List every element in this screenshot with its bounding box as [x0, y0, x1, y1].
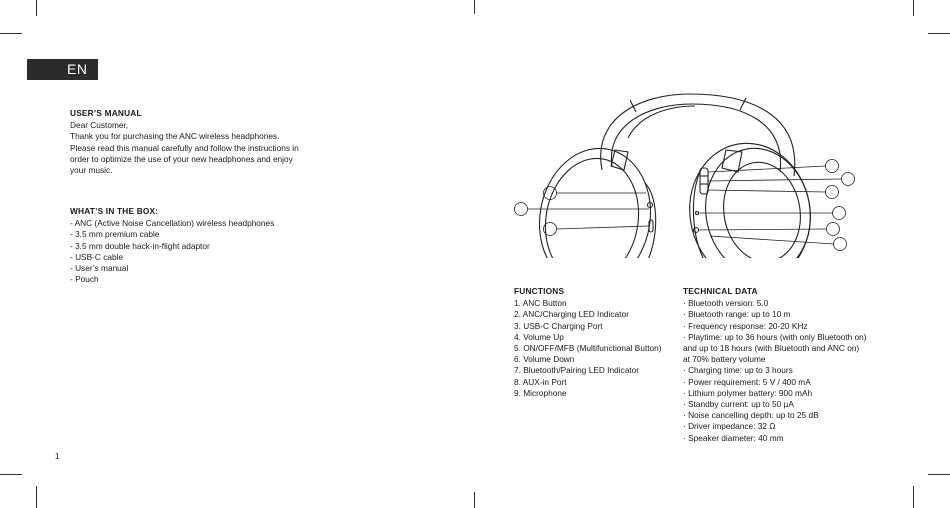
list-item: - USB-C cable	[70, 251, 124, 262]
list-item: · Speaker diameter: 40 mm	[683, 432, 784, 443]
language-tab: EN	[27, 59, 98, 80]
crop-mark	[36, 0, 37, 16]
headphones-illustration	[514, 93, 855, 258]
list-item: · Power requirement: 5 V / 400 mA	[683, 376, 811, 387]
manual-line: Thank you for purchasing the ANC wireles…	[70, 131, 280, 142]
list-item: - User’s manual	[70, 263, 129, 274]
list-item: · Bluetooth version: 5.0	[683, 298, 769, 309]
functions-section: FUNCTIONS 1. ANC Button 2. ANC/Charging …	[514, 286, 662, 399]
right-earcup	[689, 142, 811, 258]
list-item: 3. USB-C Charging Port	[514, 320, 603, 331]
list-item: at 70% battery volume	[683, 354, 766, 365]
list-item: · Lithium polymer battery: 900 mAh	[683, 387, 813, 398]
manual-line: order to optimize the use of your new he…	[70, 153, 293, 164]
left-earcup	[538, 147, 657, 258]
list-item: · Bluetooth range: up to 10 m	[683, 309, 791, 320]
list-item: - 3.5 mm premium cable	[70, 229, 160, 240]
list-item: - 3.5 mm double hack-in-flight adaptor	[70, 240, 210, 251]
crop-mark	[0, 33, 22, 34]
list-item: · Charging time: up to 3 hours	[683, 365, 793, 376]
crop-mark	[474, 492, 475, 508]
manual-line: Please read this manual carefully and fo…	[70, 142, 299, 153]
manual-line: your music.	[70, 165, 113, 176]
headband	[600, 93, 796, 177]
list-item: 9. Microphone	[514, 387, 567, 398]
list-item: 2. ANC/Charging LED Indicator	[514, 309, 629, 320]
section-heading: FUNCTIONS	[514, 286, 565, 296]
crop-mark	[928, 33, 950, 34]
crop-mark	[474, 0, 475, 14]
list-item: 4. Volume Up	[514, 331, 564, 342]
list-item: 8. AUX-in Port	[514, 376, 567, 387]
list-item: and up to 18 hours (with Bluetooth and A…	[683, 343, 860, 354]
list-item: · Noise cancelling depth: up to 25 dB	[683, 410, 819, 421]
section-heading: WHAT’S IN THE BOX:	[70, 206, 159, 216]
technical-data-section: TECHNICAL DATA · Bluetooth version: 5.0 …	[683, 286, 867, 444]
list-item: 1. ANC Button	[514, 298, 567, 309]
users-manual-section: USER’S MANUAL Dear Customer, Thank you f…	[70, 108, 299, 176]
page-number: 1	[55, 452, 60, 461]
crop-mark	[913, 0, 914, 16]
crop-mark	[928, 474, 950, 475]
list-item: 5. ON/OFF/MFB (Multifunctional Button)	[514, 343, 662, 354]
list-item: · Standby current: up to 50 µA	[683, 399, 794, 410]
list-item: · Driver impedance: 32 Ω	[683, 421, 776, 432]
list-item: - Pouch	[70, 274, 99, 285]
crop-mark	[0, 474, 22, 475]
list-item: · Playtime: up to 36 hours (with only Bl…	[683, 331, 867, 342]
callouts	[514, 159, 855, 251]
box-contents-section: WHAT’S IN THE BOX: - ANC (Active Noise C…	[70, 206, 274, 285]
crop-mark	[36, 486, 37, 508]
manual-line: Dear Customer,	[70, 120, 129, 131]
list-item: 6. Volume Down	[514, 354, 575, 365]
list-item: - ANC (Active Noise Cancellation) wirele…	[70, 218, 275, 229]
crop-mark	[913, 486, 914, 508]
list-item: · Frequency response: 20-20 KHz	[683, 320, 808, 331]
list-item: 7. Bluetooth/Pairing LED Indicator	[514, 365, 639, 376]
section-heading: TECHNICAL DATA	[683, 286, 758, 296]
section-heading: USER’S MANUAL	[70, 108, 142, 118]
